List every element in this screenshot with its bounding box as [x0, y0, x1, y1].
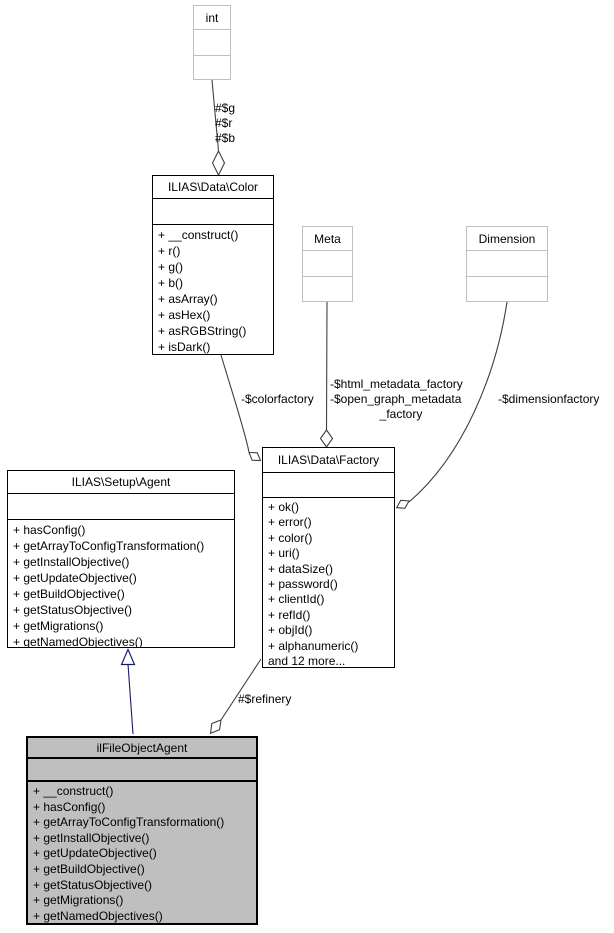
class-node-agent[interactable]: ILIAS\Setup\Agent + hasConfig() + getArra…: [7, 470, 235, 648]
text-line: + getUpdateObjective(): [13, 571, 137, 585]
text-line: + asHex(): [158, 308, 211, 322]
text-line: + getArrayToConfigTransformation(): [13, 539, 205, 553]
text-line: + getInstallObjective(): [13, 555, 130, 569]
class-title: Meta: [303, 227, 352, 251]
aggregation-diamond-icon: [319, 429, 334, 448]
text-line: + ok(): [268, 500, 300, 514]
attributes-compartment: [153, 199, 273, 225]
edge-label-colorfactory: -$colorfactory: [241, 392, 314, 406]
text-line: -$open_graph_metadata: [330, 392, 462, 406]
text-line: #$g: [215, 101, 236, 115]
aggregation-diamond-icon: [209, 719, 222, 735]
methods-compartment: + __construct() + r() + g() + b() + asArray(…: [153, 225, 273, 354]
edge-factory-fileagent: [209, 658, 262, 735]
edge-label-dimensionfactory: -$dimensionfactory: [498, 392, 600, 406]
text-line: + asRGBString(): [158, 324, 247, 338]
text-line: #$r: [215, 116, 233, 130]
methods-compartment: + __construct()+ hasConfig()+ getArrayTo…: [28, 782, 256, 923]
text-line: + alphanumeric(): [268, 638, 359, 653]
text-line: + getArrayToConfigTransformation(): [33, 815, 225, 830]
attributes-compartment: [8, 494, 234, 520]
edge-label-refinery: #$refinery: [238, 692, 292, 706]
attributes-compartment: [263, 473, 394, 498]
methods-compartment: [194, 56, 230, 79]
text-line: + getNamedObjectives(): [13, 635, 143, 647]
attributes-compartment: [28, 759, 256, 782]
text-line: + clientId(): [268, 592, 325, 607]
class-node-meta[interactable]: Meta: [302, 226, 353, 302]
aggregation-diamond-icon: [211, 149, 226, 177]
text-line: + isDark(): [158, 340, 211, 354]
methods-compartment: [303, 277, 352, 301]
methods-compartment: + ok()+ error()+ color()+ uri()+ dataSiz…: [263, 498, 394, 667]
edge-meta-factory: [319, 301, 334, 448]
text-line: + getBuildObjective(): [13, 587, 125, 601]
text-line: + hasConfig(): [13, 523, 86, 537]
text-line: + getUpdateObjective(): [33, 846, 157, 861]
edge-label-int-color: #$g#$r#$b: [215, 101, 235, 146]
edge-dimension-factory: [395, 301, 508, 509]
text-line: #$b: [215, 131, 236, 145]
text-line: + b(): [158, 276, 184, 290]
text-line: + __construct(): [158, 228, 239, 242]
attributes-compartment: [194, 30, 230, 56]
text-line: + getStatusObjective(): [13, 603, 133, 617]
inheritance-triangle-icon: [120, 647, 136, 666]
attributes-compartment: [467, 251, 547, 277]
edge-label-metadata-factories: -$html_metadata_factory-$open_graph_meta…: [330, 377, 472, 422]
text-line: + g(): [158, 260, 184, 274]
class-title: ILIAS\Data\Factory: [263, 448, 394, 473]
class-node-dimension[interactable]: Dimension: [466, 226, 548, 302]
text-line: + hasConfig(): [33, 799, 106, 814]
class-title: ilFileObjectAgent: [28, 738, 256, 759]
methods-compartment: + hasConfig() + getArrayToConfigTransform…: [8, 520, 234, 647]
text-line: -$html_metadata_factory: [330, 377, 463, 391]
class-title: int: [194, 6, 230, 30]
text-line: + dataSize(): [268, 561, 334, 576]
edge-agent-fileagent-inheritance: [120, 647, 136, 735]
text-line: + error(): [268, 515, 312, 530]
text-line: + getInstallObjective(): [33, 830, 150, 845]
methods-compartment: [467, 277, 547, 301]
aggregation-diamond-icon: [248, 451, 262, 462]
text-line: _factory: [379, 407, 423, 421]
text-line: + __construct(): [33, 784, 114, 798]
text-line: + password(): [268, 577, 338, 592]
text-line: + getNamedObjectives(): [33, 908, 163, 923]
text-line: + objId(): [268, 623, 313, 638]
text-line: + getMigrations(): [13, 619, 104, 633]
text-line: + r(): [158, 244, 181, 258]
text-line: + asArray(): [158, 292, 218, 306]
class-title: Dimension: [467, 227, 547, 251]
text-line: + getMigrations(): [33, 893, 124, 908]
text-line: + uri(): [268, 546, 300, 561]
class-title: ILIAS\Setup\Agent: [8, 471, 234, 494]
text-line: + getStatusObjective(): [33, 877, 153, 892]
class-node-int[interactable]: int: [193, 5, 231, 80]
attributes-compartment: [303, 251, 352, 277]
edge-color-factory: [220, 354, 262, 462]
class-node-filefobjectagent[interactable]: ilFileObjectAgent + __construct()+ hasCo…: [26, 736, 258, 925]
aggregation-diamond-icon: [395, 499, 410, 509]
class-node-color[interactable]: ILIAS\Data\Color + __construct() + r() + g…: [152, 175, 274, 355]
class-title: ILIAS\Data\Color: [153, 176, 273, 199]
text-line: + refId(): [268, 607, 311, 622]
text-line: + getBuildObjective(): [33, 861, 145, 876]
class-node-factory[interactable]: ILIAS\Data\Factory + ok()+ error()+ colo…: [262, 447, 395, 668]
text-line: and 12 more...: [268, 654, 346, 667]
text-line: + color(): [268, 530, 313, 545]
